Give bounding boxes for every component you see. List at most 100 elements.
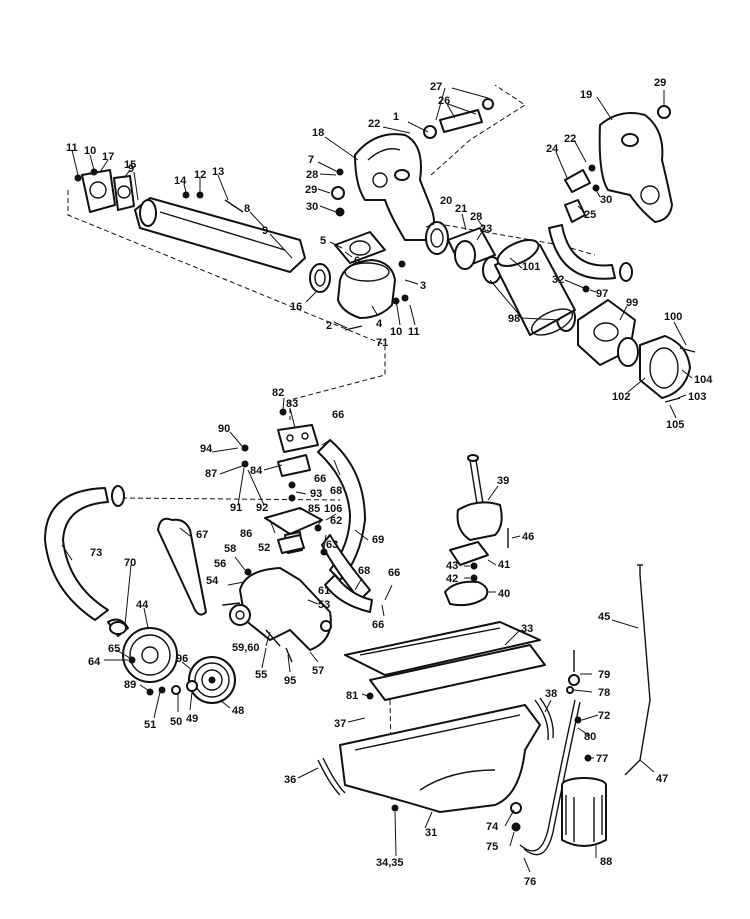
callout-51: 51: [144, 719, 156, 731]
callout-28b: 28: [470, 211, 482, 223]
callout-65: 65: [108, 643, 120, 655]
gasket-20: [425, 221, 449, 255]
callout-17: 17: [102, 151, 114, 163]
callout-3: 3: [420, 280, 426, 292]
callout-39: 39: [497, 475, 509, 487]
callout-14: 14: [174, 175, 187, 187]
callout-37: 37: [334, 718, 346, 730]
callout-56: 56: [214, 558, 226, 570]
callout-70: 70: [124, 557, 136, 569]
elbow-fitting-26: [423, 98, 494, 139]
callout-101: 101: [522, 261, 540, 273]
exhaust-elbow-center: [354, 133, 435, 241]
callout-41: 41: [498, 559, 510, 571]
elbow-gasket-5: [334, 231, 386, 264]
callout-46: 46: [522, 531, 534, 543]
callout-15: 15: [124, 159, 136, 171]
callout-71: 71: [376, 337, 388, 349]
callout-102: 102: [612, 391, 630, 403]
callout-28a: 28: [306, 169, 318, 181]
callout-52: 52: [258, 542, 270, 554]
callout-67: 67: [196, 529, 208, 541]
callout-6: 6: [354, 255, 360, 267]
oil-pan-31: [339, 704, 541, 813]
callout-80: 80: [584, 731, 596, 743]
exhaust-outlet-102: [639, 335, 691, 399]
callout-84: 84: [250, 465, 263, 477]
callouts: 1 2 3 4 5 6 7 8 9 9 10 10 11 11 12 13 14…: [66, 77, 713, 888]
callout-92: 92: [256, 502, 268, 514]
callout-69: 69: [372, 534, 384, 546]
manifold-gasket-left: [81, 169, 116, 213]
callout-12: 12: [194, 169, 206, 181]
callout-24: 24: [546, 143, 559, 155]
callout-45: 45: [598, 611, 610, 623]
oil-baffle: [369, 644, 546, 701]
callout-85: 85: [308, 503, 320, 515]
callout-79: 79: [598, 669, 610, 681]
hose-clamp-70: [109, 485, 127, 635]
callout-91: 91: [230, 502, 242, 514]
exhaust-hose-101: [494, 239, 576, 336]
callout-87: 87: [205, 468, 217, 480]
callout-66b: 66: [314, 473, 326, 485]
callout-95: 95: [284, 675, 296, 687]
callout-77: 77: [596, 753, 608, 765]
callout-2: 2: [326, 320, 332, 332]
callout-4: 4: [376, 318, 383, 330]
callout-27: 27: [430, 81, 442, 93]
callout-90: 90: [218, 423, 230, 435]
drive-belt-67: [157, 517, 207, 616]
callout-97: 97: [596, 288, 608, 300]
riser-4: [337, 259, 396, 319]
callout-8: 8: [244, 203, 250, 215]
callout-13: 13: [212, 166, 224, 178]
hose-68: [324, 574, 373, 613]
callout-7: 7: [308, 154, 314, 166]
callout-106: 106: [324, 503, 342, 515]
callout-49: 49: [186, 713, 198, 725]
callout-38: 38: [545, 688, 557, 700]
pulley-48: [188, 656, 236, 704]
callout-64: 64: [88, 656, 101, 668]
exhaust-manifold: [134, 197, 306, 273]
callout-96: 96: [176, 653, 188, 665]
callout-57: 57: [312, 665, 324, 677]
callout-89: 89: [124, 679, 136, 691]
callout-44: 44: [136, 599, 149, 611]
gasket-99: [617, 337, 639, 367]
callout-58: 58: [224, 543, 236, 555]
callout-86: 86: [240, 528, 252, 540]
callout-19: 19: [580, 89, 592, 101]
callout-72: 72: [598, 710, 610, 722]
callout-81: 81: [346, 690, 358, 702]
callout-23: 23: [480, 223, 492, 235]
callout-73: 73: [90, 547, 102, 559]
callout-36: 36: [284, 774, 296, 786]
callout-40: 40: [498, 588, 510, 600]
callout-68b: 68: [358, 565, 370, 577]
callout-22a: 22: [368, 118, 380, 130]
callout-100: 100: [664, 311, 682, 323]
callout-66c: 66: [388, 567, 400, 579]
callout-105: 105: [666, 419, 684, 431]
callout-29b: 29: [654, 77, 666, 89]
exhaust-tube-21: [447, 227, 496, 270]
callout-82: 82: [272, 387, 284, 399]
callout-22b: 22: [564, 133, 576, 145]
callout-103: 103: [688, 391, 706, 403]
fitting-25: [564, 199, 586, 223]
pulley-44: [122, 627, 178, 683]
callout-94: 94: [200, 443, 213, 455]
callout-9a: 9: [128, 163, 134, 175]
callout-10b: 10: [390, 326, 402, 338]
oil-pickup-screen-40: [444, 580, 489, 607]
leader-lines: [61, 87, 693, 873]
oil-pump-39: [456, 454, 503, 541]
pan-seal-36: [317, 757, 346, 796]
dipstick-45: [624, 564, 651, 776]
callout-33: 33: [521, 623, 533, 635]
oil-drain-hose-76: [519, 699, 581, 856]
callout-42: 42: [446, 573, 458, 585]
